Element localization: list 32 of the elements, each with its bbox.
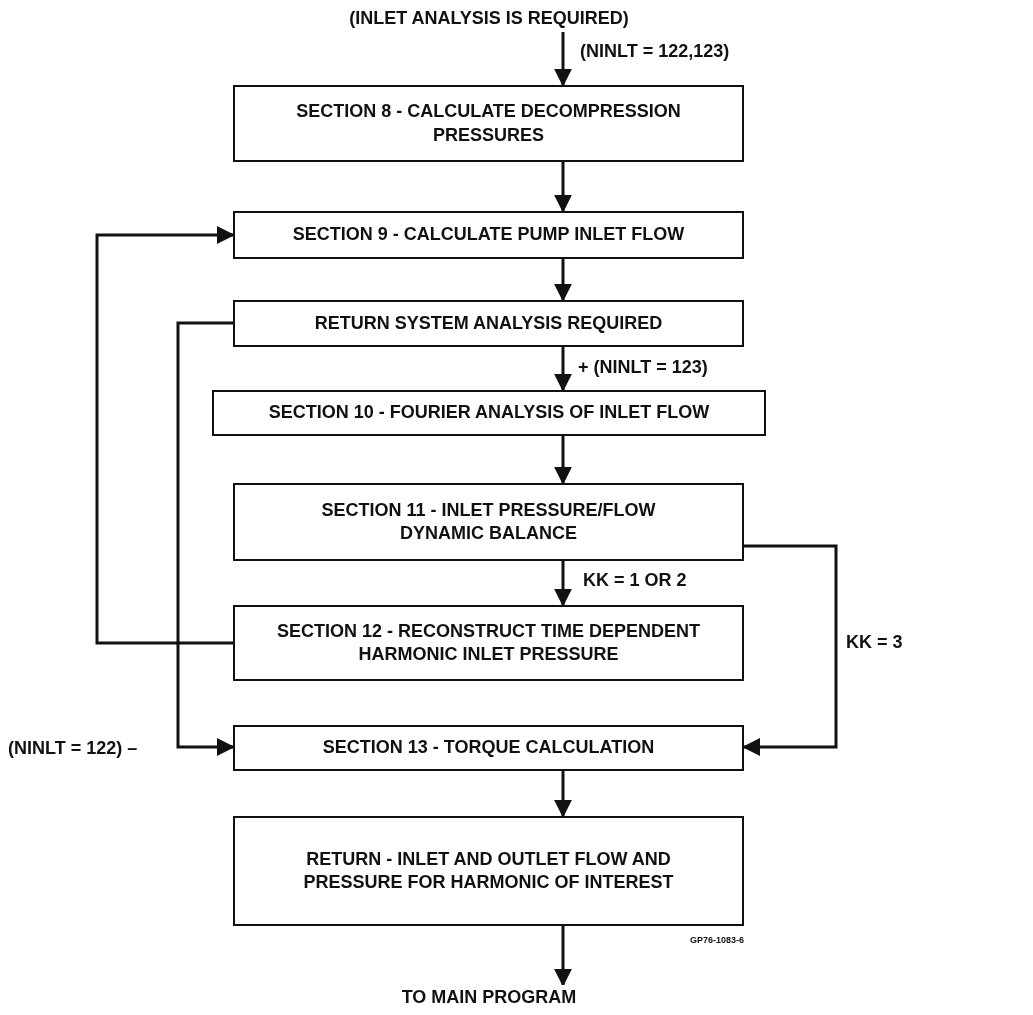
process-box [233,483,744,561]
box-text: SECTION 9 - CALCULATE PUMP INLET FLOW [292,223,685,247]
box-text: SECTION 13 - TORQUE CALCULATION [322,736,655,760]
arrow [554,771,572,818]
arrow [95,226,235,645]
process-box [233,725,744,771]
arrow [554,926,572,987]
figure-number: GP76-1083-6 [690,935,745,945]
terminal-text: TO MAIN PROGRAM [401,986,577,1010]
process-box [233,816,744,926]
box-text: SECTION 8 - CALCULATE DECOMPRESSION PRESSURES [295,100,682,147]
process-box [233,211,744,259]
box-text: RETURN - INLET AND OUTLET FLOW AND PRESSURE FOR HARMONIC OF INTEREST [302,847,675,894]
arrow [554,436,572,485]
edge-label: + (NINLT = 123) [578,357,708,379]
arrow [554,259,572,302]
arrow [176,321,235,756]
process-box [233,300,744,347]
arrow [554,347,572,392]
arrow [554,32,572,87]
edge-label: (NINLT = 122) – [8,738,138,760]
arrow [554,561,572,607]
process-box [233,605,744,681]
arrow [554,162,572,213]
process-box [233,85,744,162]
box-text: SECTION 12 - RECONSTRUCT TIME DEPENDENT HARMONIC INLET PRESSURE [275,619,701,666]
edge-label: (NINLT = 122,123) [580,41,730,63]
process-box [212,390,766,436]
terminal-text: (INLET ANALYSIS IS REQUIRED) [349,7,629,31]
box-text: RETURN SYSTEM ANALYSIS REQUIRED [314,311,663,335]
box-text: SECTION 10 - FOURIER ANALYSIS OF INLET FLOW [268,401,710,425]
box-text: SECTION 11 - INLET PRESSURE/FLOW DYNAMIC BALANCE [320,498,657,545]
